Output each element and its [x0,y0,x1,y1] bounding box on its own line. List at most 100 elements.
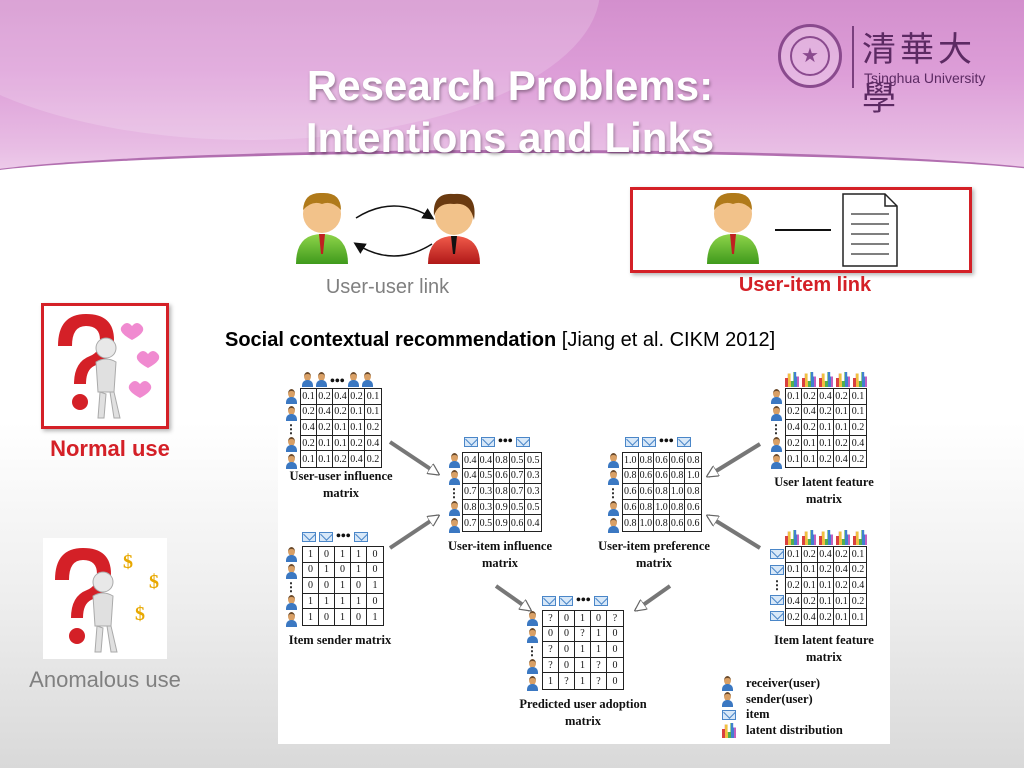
receiver-user-icon [285,406,297,421]
matrix-cell: 0.5 [525,500,541,516]
item-icon [770,611,784,621]
ellipsis: ⋮ [771,578,783,592]
latent-distribution-icon [819,530,833,545]
matrix-cell: 0.1 [850,405,866,421]
label-line: User-user influence [289,469,393,483]
item-icon [481,437,495,447]
ulf-row-icons: ⋮ [770,388,782,470]
logo-english-name: Tsinghua University [864,70,986,86]
user-item-preference-label: User-item preference matrix [584,538,724,572]
matrix-cell: 0.6 [654,468,670,485]
title-line-2: Intentions and Links [305,114,715,161]
receiver-user-icon [770,389,782,404]
matrix-cell: 0.2 [850,563,866,579]
ilf-header-icons [785,530,867,545]
matrix-cell: 1 [303,609,319,625]
matrix-cell: 1 [372,611,378,623]
matrix-cell: 0.1 [850,389,866,405]
user-user-link-illustration [296,192,480,264]
matrix-cell: 0 [367,563,383,579]
ellipsis: ⋮ [285,422,297,436]
item-icon [515,437,530,447]
matrix-cell: 0.4 [786,420,802,436]
latent-distribution-icon [853,372,867,387]
ellipsis: ⋮ [770,422,782,436]
sender-user-icon [302,372,313,387]
matrix-cell: 0 [559,642,575,658]
matrix-cell: 1 [351,562,367,579]
matrix-cell: 0.5 [525,453,541,469]
item-icon [642,437,656,447]
matrix-cell: 0.4 [333,389,349,405]
matrix-cell: 0.4 [349,451,365,467]
latent-distribution-icon [853,530,867,545]
matrix-cell: 0 [319,547,335,563]
matrix-cell: 0.1 [834,420,850,436]
ellipsis: ⋮ [448,486,460,500]
matrix-cell: 0.1 [818,420,834,436]
matrix-cell: 0.4 [834,562,850,579]
matrix-cell: 0.8 [494,453,510,469]
sender-row-icons: ⋮ [285,546,297,628]
matrix-cell: 0 [607,642,623,658]
matrix-cell: 1 [335,609,351,625]
matrix-cell: 0.4 [365,436,381,452]
label-line: User-item influence [447,539,553,553]
matrix-cell: 0.8 [623,515,639,531]
matrix-cell: 0 [351,609,367,625]
matrix-cell: 0.1 [786,562,802,579]
matrix-cell: 0.8 [669,499,686,516]
matrix-cell: 0 [303,578,319,594]
matrix-cell: 0.2 [834,389,850,405]
matrix-cell: 1.0 [639,515,655,531]
arrow-uu-to-ui [388,440,438,474]
sender-user-icon [285,612,297,627]
matrix-cell: 0.2 [349,389,365,405]
ellipsis: ••• [576,593,591,608]
matrix-cell: 0.2 [301,435,317,452]
latent-distribution-icon [836,530,850,545]
matrix-cell: 0 [367,594,383,610]
matrix-cell: 0.2 [786,578,802,594]
matrix-cell: 0.5 [509,499,526,516]
matrix-cell: 1 [303,593,319,610]
user-item-link-panel [630,187,972,273]
matrix-cell: 0.6 [638,484,655,500]
matrix-cell: 0.4 [301,420,317,436]
item-icon [722,710,736,720]
matrix-cell: ? [543,611,559,627]
matrix-cell: 0.2 [818,451,834,467]
matrix-cell: 0.1 [301,389,317,405]
legend-item: item [746,707,770,721]
matrix-cell: 0.5 [478,468,495,485]
sender-user-icon [285,564,297,579]
matrix-cell: 0.3 [478,484,495,500]
matrix-cell: 1.0 [654,499,670,516]
pred-header-icons: ••• [542,593,608,608]
receiver-user-icon [448,470,460,485]
matrix-cell: 0.1 [349,420,365,436]
sender-user-icon [316,372,327,387]
title-line-1: Research Problems: [306,62,714,109]
normal-use-image [41,303,169,429]
matrix-cell: 0 [319,609,335,625]
matrix-cell: 0.4 [850,436,866,452]
sender-user-icon [285,547,297,562]
matrix-cell: 0.2 [818,404,834,421]
matrix-cell: 0.2 [317,389,333,405]
citation-line: Social contextual recommendation [Jiang … [225,329,775,352]
diagram-arrows [388,440,762,744]
matrix-cell: 0.2 [786,609,802,625]
matrix-cell: ? [591,657,607,674]
receiver-user-icon [770,406,782,421]
matrix-cell: 1 [575,657,591,674]
matrix-cell: 0.1 [818,593,834,610]
matrix-cell: 0.6 [670,515,686,531]
matrix-cell: 0.1 [802,435,818,452]
matrix-cell: 0 [559,657,575,674]
ellipsis: ⋮ [526,644,538,658]
matrix-cell: 0.1 [333,435,349,452]
matrix-cell: 0.4 [463,468,479,485]
receiver-user-icon [607,501,619,516]
